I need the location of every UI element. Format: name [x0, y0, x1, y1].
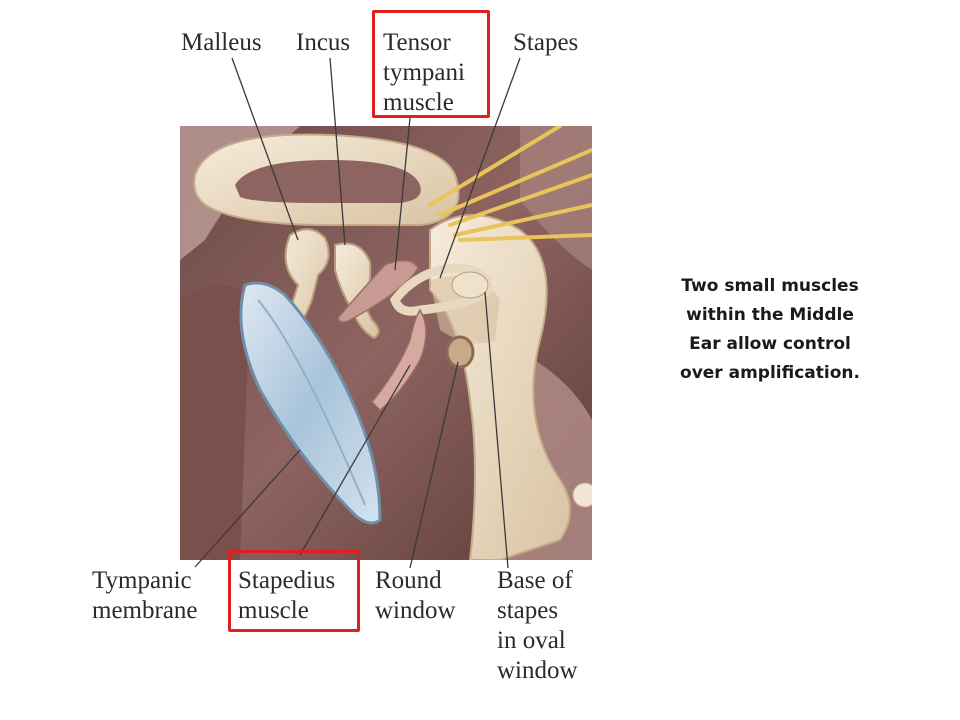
label-round-window: Round window	[375, 567, 456, 624]
label-stapes: Stapes	[513, 29, 579, 56]
leader-lines	[194, 57, 521, 569]
caption-text: Two small muscles within the Middle Ear …	[680, 276, 860, 383]
label-malleus: Malleus	[181, 29, 262, 56]
label-tympanic-membrane: Tympanic membrane	[92, 567, 198, 624]
label-incus: Incus	[296, 29, 351, 56]
highlight-box-stapedius	[228, 550, 360, 632]
nerve-fibers	[428, 126, 592, 242]
label-tensor-tympani-muscle: Tensor tympani muscle	[383, 29, 465, 116]
highlight-box-tensor-tympani	[372, 10, 490, 118]
illustration-scene	[180, 126, 592, 560]
label-stapedius-muscle: Stapedius muscle	[238, 567, 336, 624]
label-base-of-stapes: Base of stapes in oval window	[497, 567, 578, 684]
